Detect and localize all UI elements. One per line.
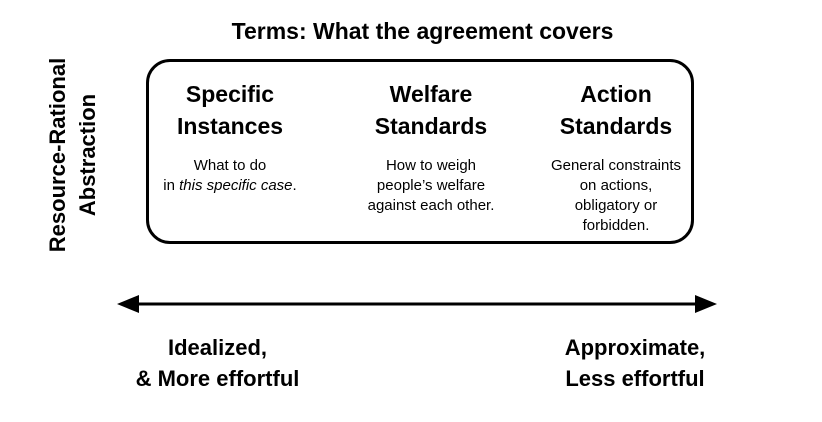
column-heading-line1: Specific <box>185 81 275 107</box>
left-end-label-line1: Idealized, <box>167 335 268 360</box>
description-prefix: in <box>163 177 180 194</box>
column-heading-line2: Standards <box>559 113 673 139</box>
column-heading: Welfare Standards <box>346 78 516 142</box>
column-action-standards: Action Standards General constraints on … <box>531 78 701 236</box>
column-heading-line1: Welfare <box>389 81 473 107</box>
column-description-line1: How to weigh <box>385 157 477 174</box>
column-description-line3: against each other. <box>367 197 495 214</box>
column-description-line2: in this specific case. <box>145 176 315 196</box>
right-end-label-line1: Approximate, <box>564 335 706 360</box>
column-description-line1: What to do <box>193 157 267 174</box>
diagram-title: Terms: What the agreement covers <box>231 18 614 44</box>
column-description-line2: people’s welfare <box>376 177 486 194</box>
description-suffix: . <box>292 177 297 194</box>
column-description-line1: General constraints <box>550 157 682 174</box>
column-description: How to weigh people’s welfare against ea… <box>346 156 516 216</box>
side-axis-label-line1: Resource-Rational <box>45 57 70 253</box>
column-heading-line2: Instances <box>176 113 284 139</box>
column-description-line4: forbidden. <box>582 217 650 234</box>
right-end-label-line2: Less effortful <box>565 366 705 391</box>
column-heading: Specific Instances <box>145 78 315 142</box>
column-heading: Action Standards <box>531 78 701 142</box>
left-end-label: Idealized, & More effortful <box>110 332 325 394</box>
right-end-label: Approximate, Less effortful <box>535 332 735 394</box>
column-specific-instances: Specific Instances What to do in this sp… <box>145 78 315 196</box>
column-description: What to do in this specific case. <box>145 156 315 196</box>
column-heading-line1: Action <box>580 81 652 107</box>
column-description-line3: obligatory or <box>574 197 658 214</box>
left-end-label-line2: & More effortful <box>135 366 300 391</box>
description-italic-phrase: this specific case <box>179 177 293 194</box>
arrow-head-left <box>117 295 139 313</box>
double-headed-arrow <box>117 295 717 313</box>
column-heading-line2: Standards <box>374 113 488 139</box>
column-description: General constraints on actions, obligato… <box>531 156 701 236</box>
side-axis-label-line2: Abstraction <box>75 93 100 217</box>
side-axis-label: Resource-Rational Abstraction <box>43 35 103 275</box>
column-description-line2: on actions, <box>579 177 653 194</box>
column-welfare-standards: Welfare Standards How to weigh people’s … <box>346 78 516 216</box>
arrow-head-right <box>695 295 717 313</box>
terms-box <box>146 59 694 244</box>
